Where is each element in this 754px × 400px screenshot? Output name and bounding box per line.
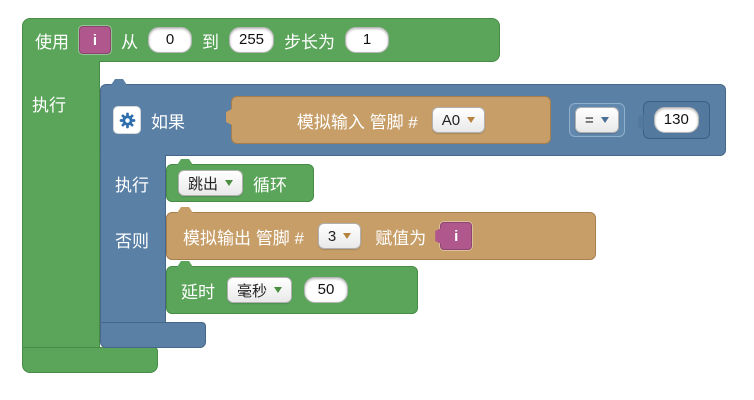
to-value-field[interactable]: 255 xyxy=(229,27,275,53)
for-to-label: 到 xyxy=(202,32,219,52)
delay-unit-dropdown[interactable]: 毫秒 xyxy=(227,277,293,303)
analog-write-pin-value: 3 xyxy=(327,227,337,245)
delay-label: 延时 xyxy=(181,282,215,302)
for-use-label: 使用 xyxy=(35,32,69,52)
analog-write-label: 模拟输出 管脚 # xyxy=(183,228,304,248)
compare-operator-dropdown[interactable]: = xyxy=(575,107,619,133)
for-loop-header[interactable]: 使用 i 从 0 到 255 步长为 1 xyxy=(22,18,500,62)
if-label: 如果 xyxy=(151,112,185,132)
delay-unit-value: 毫秒 xyxy=(237,282,268,300)
for-step-label: 步长为 xyxy=(284,32,336,52)
for-loop-footer[interactable] xyxy=(22,347,158,373)
if-block-footer[interactable] xyxy=(100,322,206,348)
chevron-down-icon xyxy=(343,233,352,239)
chevron-down-icon xyxy=(467,117,476,123)
analog-write-block[interactable]: 模拟输出 管脚 # 3 赋值为 i xyxy=(166,212,596,260)
chevron-down-icon xyxy=(225,180,234,186)
from-value-field[interactable]: 0 xyxy=(148,27,192,53)
analog-read-block[interactable]: 模拟输入 管脚 # A0 xyxy=(231,96,551,144)
break-suffix-label: 循环 xyxy=(253,175,288,195)
chevron-down-icon xyxy=(274,287,283,293)
compare-value-field[interactable]: 130 xyxy=(653,107,699,133)
loop-variable-chip[interactable]: i xyxy=(79,26,111,54)
analog-read-pin-value: A0 xyxy=(441,111,461,129)
analog-write-pin-dropdown[interactable]: 3 xyxy=(317,223,362,249)
compare-operator-block[interactable]: = xyxy=(569,103,625,137)
for-from-label: 从 xyxy=(121,32,138,52)
for-do-label: 执行 xyxy=(32,96,66,115)
analog-write-variable-chip[interactable]: i xyxy=(440,222,473,250)
if-else-label: 否则 xyxy=(115,232,149,251)
analog-read-label: 模拟输入 管脚 # xyxy=(296,112,418,132)
break-block[interactable]: 跳出 循环 xyxy=(166,164,314,202)
if-do-label: 执行 xyxy=(115,176,149,195)
delay-value-field[interactable]: 50 xyxy=(304,277,349,303)
gear-icon[interactable] xyxy=(113,106,141,134)
step-value-field[interactable]: 1 xyxy=(345,27,390,53)
analog-write-assign-label: 赋值为 xyxy=(375,228,427,248)
if-block-body-spine[interactable]: 执行 否则 xyxy=(100,155,166,323)
chevron-down-icon xyxy=(600,117,609,123)
break-type-value: 跳出 xyxy=(188,175,219,193)
if-block-header[interactable]: 如果 模拟输入 管脚 # A0 = 130 xyxy=(100,84,726,156)
break-type-dropdown[interactable]: 跳出 xyxy=(178,170,244,196)
analog-read-pin-dropdown[interactable]: A0 xyxy=(431,107,486,133)
compare-operator-value: = xyxy=(585,111,594,129)
for-loop-body-spine[interactable]: 执行 xyxy=(22,61,100,348)
delay-block[interactable]: 延时 毫秒 50 xyxy=(166,266,418,314)
compare-value-block[interactable]: 130 xyxy=(642,101,710,139)
